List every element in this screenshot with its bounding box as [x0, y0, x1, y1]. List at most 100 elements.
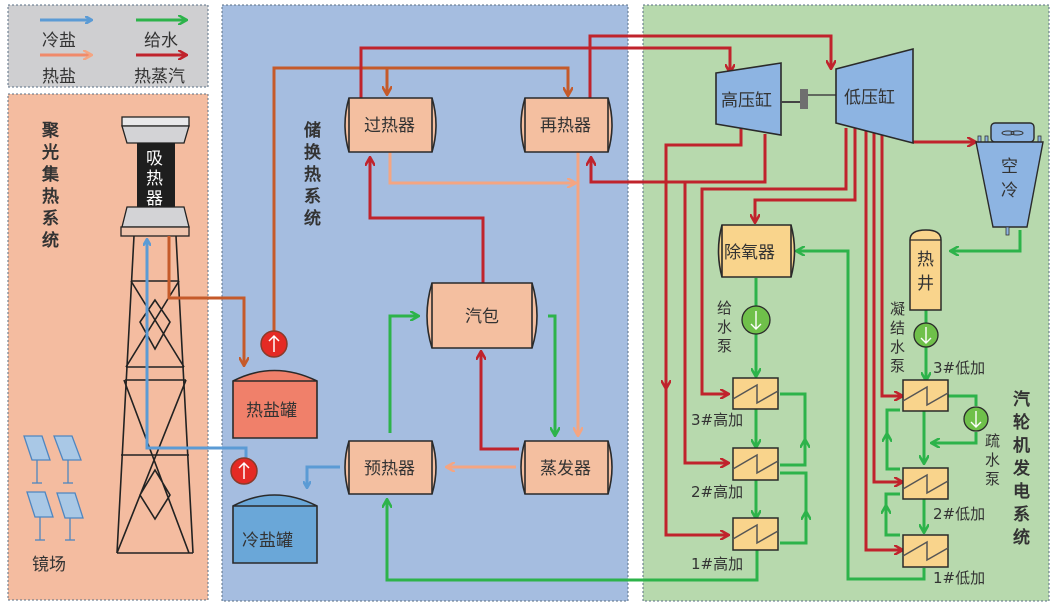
pipe-steam-to-3hp-heater — [700, 128, 848, 394]
pipe-cold-salt-return — [307, 465, 340, 487]
svg-text:疏: 疏 — [985, 432, 1000, 450]
svg-text:系: 系 — [1013, 505, 1030, 525]
legend: 冷盐 给水 热盐 热蒸汽 — [7, 4, 209, 88]
pipe-steam-drum-to-superheater — [370, 158, 485, 283]
cold-salt-tank: 冷盐罐 — [232, 494, 318, 564]
svg-text:汽包: 汽包 — [465, 307, 499, 327]
svg-text:热: 热 — [146, 169, 163, 189]
svg-text:1#高加: 1#高加 — [691, 555, 743, 573]
svg-text:换: 换 — [304, 142, 322, 163]
svg-text:结: 结 — [890, 319, 905, 337]
hot-salt-pump — [260, 330, 288, 358]
pipe-steam-to-1hp-heater — [664, 388, 728, 535]
svg-text:冷盐罐: 冷盐罐 — [242, 531, 293, 551]
svg-text:给: 给 — [717, 299, 732, 317]
condensate-pump: 凝 结 水 泵 — [890, 300, 939, 375]
svg-text:预热器: 预热器 — [364, 459, 415, 479]
pipe-steam-to-hp-turbine — [359, 46, 730, 98]
svg-text:热盐罐: 热盐罐 — [246, 401, 297, 421]
pipe-hot-salt-to-reheater — [272, 66, 568, 345]
heliostat — [26, 491, 54, 541]
svg-text:过热器: 过热器 — [364, 116, 415, 136]
coupling — [800, 89, 808, 109]
hotwell: 热 井 — [909, 229, 942, 311]
svg-text:汽: 汽 — [1013, 389, 1030, 410]
svg-text:1#低加: 1#低加 — [933, 569, 985, 587]
pipe-steam-hp-exhaust-to-reheater — [591, 134, 767, 184]
heat-exchanger-icon — [732, 453, 779, 475]
heliostat — [53, 435, 82, 484]
heat-exchanger-icon — [732, 523, 779, 545]
mirror-field-label: 镜场 — [32, 555, 66, 575]
pipe-water-feed-to-preheater — [387, 500, 759, 582]
svg-text:系: 系 — [304, 187, 321, 207]
heliostat — [56, 492, 84, 541]
arrow-up-icon — [268, 334, 280, 352]
svg-text:泵: 泵 — [717, 337, 732, 355]
fan-icon — [1001, 130, 1015, 136]
deaerator: 除氧器 — [717, 224, 796, 278]
svg-text:水: 水 — [985, 451, 1000, 469]
svg-text:吸: 吸 — [146, 149, 163, 169]
svg-text:泵: 泵 — [890, 357, 905, 375]
svg-text:低压缸: 低压缸 — [844, 87, 895, 108]
reheater: 再热器 — [520, 97, 613, 153]
lp-turbine: 低压缸 — [835, 47, 914, 145]
svg-text:水: 水 — [890, 338, 905, 356]
hot-salt-tank: 热盐罐 — [232, 369, 318, 439]
arrow-up-icon — [238, 461, 250, 479]
svg-text:聚: 聚 — [41, 121, 60, 141]
arrow-down-icon — [750, 311, 762, 330]
pipe-water-aircooler-to-hotwell — [951, 230, 1022, 251]
svg-text:集: 集 — [41, 164, 60, 185]
turbine-section-title: 汽 轮 机 发 电 系 统 — [1012, 389, 1031, 548]
svg-text:泵: 泵 — [985, 470, 1000, 488]
svg-text:系: 系 — [42, 209, 59, 229]
lp-heater-3: 3#低加 — [902, 359, 985, 412]
legend-cold-salt-label: 冷盐 — [42, 31, 76, 51]
pipe-steam-to-1lp-heater — [864, 128, 902, 550]
evaporator: 蒸发器 — [520, 440, 613, 495]
svg-text:光: 光 — [41, 142, 59, 163]
svg-text:再热器: 再热器 — [540, 116, 591, 136]
steam-drum: 汽包 — [426, 282, 538, 349]
svg-text:蒸发器: 蒸发器 — [540, 459, 591, 479]
svg-text:统: 统 — [42, 230, 59, 251]
heat-exchanger-icon — [732, 383, 779, 405]
svg-text:2#低加: 2#低加 — [933, 505, 985, 523]
hp-heater-1: 1#高加 — [691, 517, 779, 573]
pipe-water-drum-to-evaporator — [548, 314, 555, 435]
svg-text:热: 热 — [42, 186, 59, 207]
pipe-steam-to-2lp-heater — [872, 128, 902, 482]
svg-text:热: 热 — [304, 164, 321, 185]
svg-text:器: 器 — [146, 189, 163, 209]
pipe-steam-evaporator-to-drum — [481, 352, 519, 451]
lp-heater-1: 1#低加 — [902, 534, 985, 587]
pipe-water-drain-pump-return — [932, 432, 978, 443]
svg-text:电: 电 — [1013, 481, 1030, 502]
legend-hot-salt-label: 热盐 — [42, 67, 76, 87]
drain-pump: 疏 水 泵 — [963, 406, 1000, 488]
heat-exchanger-icon — [902, 385, 949, 407]
receiver — [137, 143, 175, 207]
svg-text:轮: 轮 — [1013, 412, 1030, 433]
pipe-water-lp-to-deaerator — [797, 251, 926, 581]
hp-turbine: 高压缸 — [715, 62, 782, 136]
heat-exchanger-icon — [902, 473, 949, 495]
heat-exchanger-icon — [902, 540, 949, 562]
lp-heater-2: 2#低加 — [902, 467, 985, 523]
svg-text:统: 统 — [1013, 527, 1030, 548]
pipe-hot-salt-to-tank — [167, 236, 244, 365]
hp-heater-2: 2#高加 — [691, 447, 779, 501]
svg-text:水: 水 — [717, 318, 732, 336]
solar-section-title: 聚 光 集 热 系 统 — [41, 121, 60, 251]
superheater: 过热器 — [344, 97, 437, 153]
svg-text:统: 统 — [304, 208, 321, 229]
air-cooler: 空 冷 — [975, 122, 1044, 236]
svg-text:2#高加: 2#高加 — [691, 483, 743, 501]
svg-text:井: 井 — [917, 274, 934, 294]
pipe-steam-to-deaerator — [755, 128, 857, 222]
arrow-down-icon — [920, 327, 932, 344]
arrow-down-icon — [970, 411, 982, 428]
svg-text:除氧器: 除氧器 — [724, 243, 775, 263]
